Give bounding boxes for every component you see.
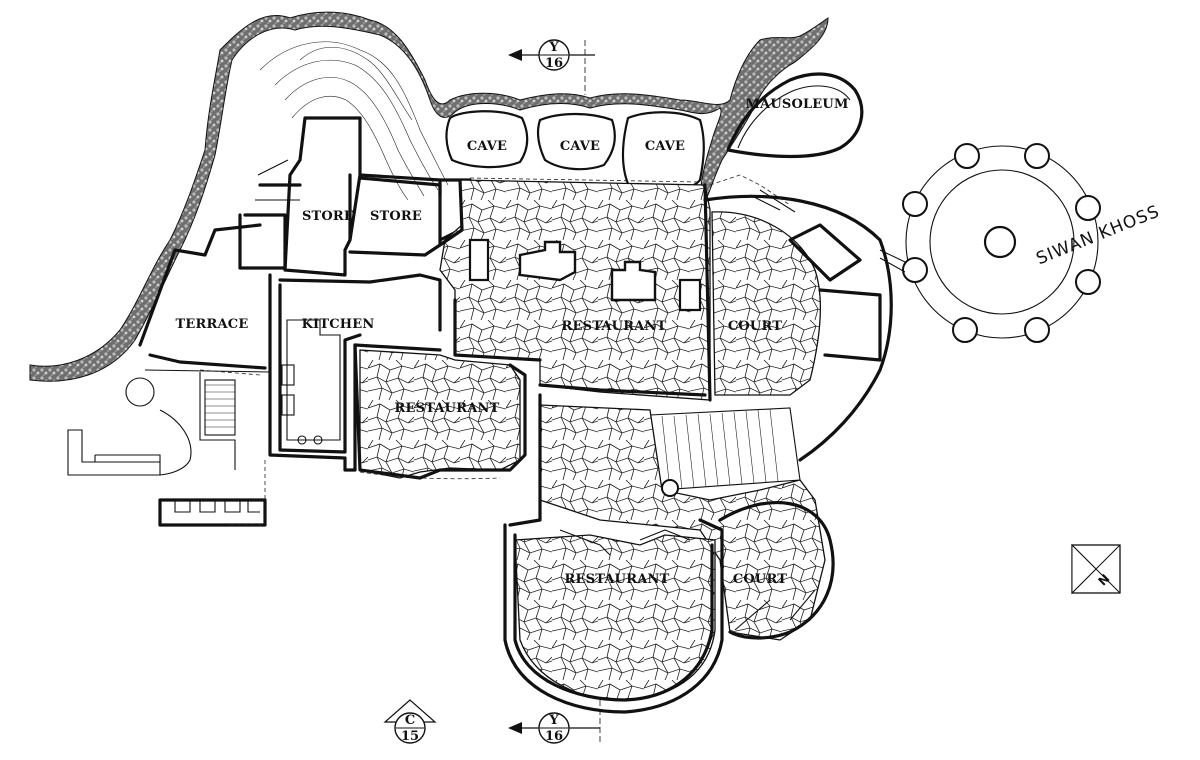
restaurant-south-floor [514, 534, 716, 701]
court-south-area: COURT [718, 500, 835, 640]
court-east-label: COURT [728, 319, 782, 334]
column-icon [902, 257, 928, 283]
cave-2-outline [536, 112, 616, 171]
restaurant-south-label: RESTAURANT [565, 572, 670, 587]
column-icon [1075, 269, 1101, 295]
elevation-marker: C 15 [383, 699, 437, 744]
cave-3-outline [621, 111, 705, 195]
terrain-contours [259, 41, 449, 201]
central-stairs [649, 407, 801, 491]
well-icon [661, 479, 679, 497]
section-bottom-number: 16 [545, 729, 563, 744]
rock-cliff-edge [29, 11, 829, 382]
cave-2-label: CAVE [560, 139, 600, 154]
central-column-icon [983, 225, 1017, 259]
kitchen-label: KITCHEN [302, 317, 375, 332]
column-icon [954, 143, 980, 169]
bench-row [158, 498, 267, 527]
mausoleum-outline [726, 72, 864, 159]
north-arrow-icon: N [1071, 543, 1121, 595]
court-east-floor [711, 211, 822, 396]
section-marker-bottom: Y 16 [508, 700, 601, 745]
kitchen-counter [281, 319, 341, 445]
terrace-wall [138, 223, 267, 370]
cave-1-outline [445, 110, 529, 169]
elevation-number: 15 [401, 729, 419, 744]
terrace-label: TERRACE [176, 317, 249, 332]
cave-3-label: CAVE [645, 139, 685, 154]
caves: CAVE CAVE CAVE [445, 110, 705, 195]
path-lines [199, 174, 791, 480]
restaurant-south-area: RESTAURANT [503, 518, 724, 714]
cave-1-label: CAVE [467, 139, 507, 154]
elevation-letter: C [405, 713, 415, 728]
court-east-area: COURT [703, 189, 893, 462]
section-top-letter: Y [548, 40, 559, 55]
column-icon [1024, 143, 1050, 169]
lower-platform [67, 429, 161, 476]
restaurant-inner-blocks [468, 238, 702, 312]
mausoleum-inner-dome [737, 85, 851, 149]
store-2-label: STORE [370, 209, 422, 224]
restaurant-center-area: RESTAURANT [353, 343, 527, 480]
column-icon [1075, 195, 1101, 221]
restaurant-center-label: RESTAURANT [395, 401, 500, 416]
mausoleum-label: MAUSOLEUM [745, 97, 848, 112]
terrace-steps [204, 379, 236, 436]
section-top-number: 16 [545, 56, 563, 71]
store-1-label: STORE [302, 209, 354, 224]
court-south-label: COURT [733, 572, 787, 587]
section-marker-top: Y 16 [508, 39, 595, 95]
siwan-khoss: SIWAN KHOSS [879, 143, 1163, 343]
restaurant-main-area: RESTAURANT [438, 178, 712, 402]
column-icon [902, 191, 928, 217]
column-icon [1024, 317, 1050, 343]
section-bottom-letter: Y [548, 713, 559, 728]
mausoleum: MAUSOLEUM [726, 72, 864, 159]
column-icon [952, 317, 978, 343]
left-annex-walls [238, 183, 302, 270]
restaurant-main-label: RESTAURANT [562, 319, 667, 334]
restaurant-center-floor [359, 349, 521, 479]
